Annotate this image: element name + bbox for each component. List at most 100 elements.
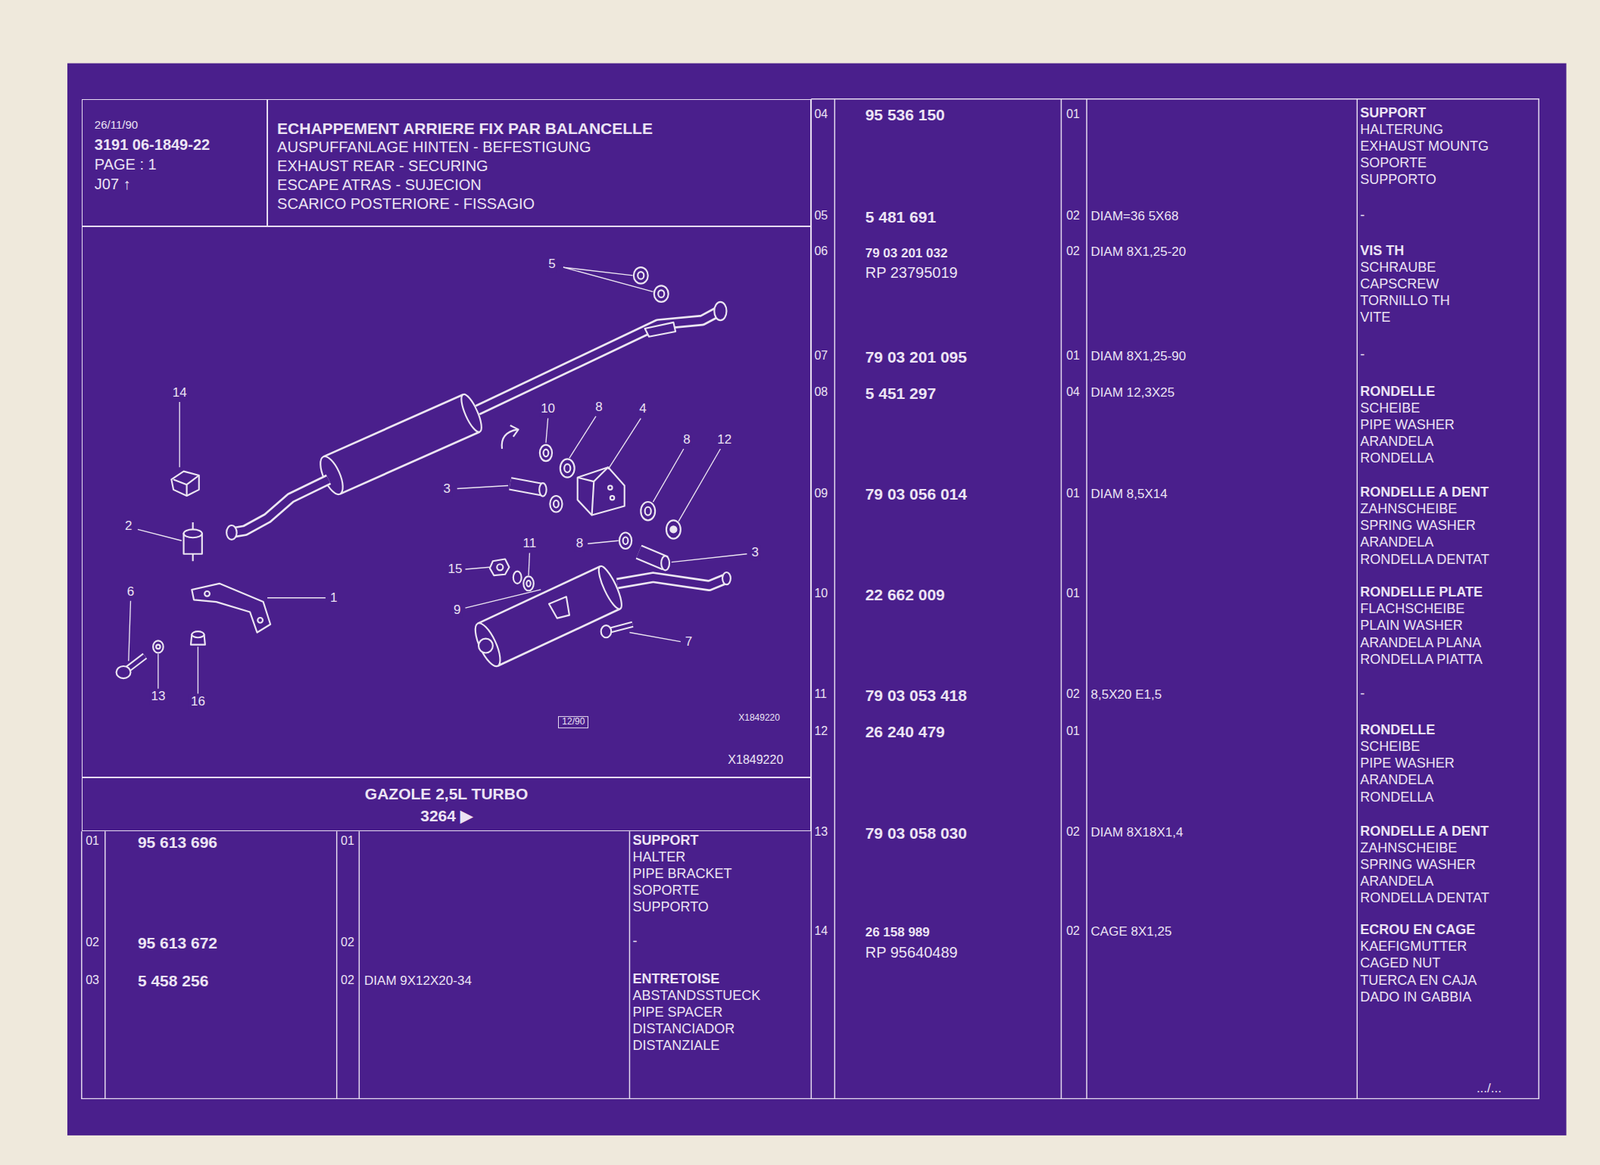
hardware [560, 458, 575, 478]
quantity: 01 [1066, 586, 1080, 601]
item-number: 05 [814, 208, 828, 223]
part-name: ABSTANDSSTUECK [633, 988, 762, 1005]
leader-line [587, 540, 618, 544]
callout-number: 3 [749, 545, 760, 562]
part-name: FLACHSCHEIBE [1359, 601, 1465, 618]
hardware [543, 449, 549, 457]
part-name: ENTRETOISE [633, 971, 721, 988]
hardware [191, 583, 271, 634]
hardware [539, 445, 553, 462]
item-number: 09 [814, 486, 828, 501]
part-number: 95 613 672 [137, 934, 218, 953]
part-name: SUPPORT [633, 832, 699, 849]
box-text: EXHAUST REAR - SECURING [277, 156, 811, 176]
box-text: AUSPUFFANLAGE HINTEN - BEFESTIGUNG [277, 137, 811, 157]
box-text: 3264 ▶ [420, 804, 473, 827]
silencer-end [315, 453, 348, 498]
callout-number: 8 [574, 536, 585, 553]
callout-number: 5 [546, 256, 557, 272]
silencer-body [331, 413, 472, 476]
hardware [577, 467, 625, 515]
hardware [489, 559, 510, 577]
item-number: 01 [85, 834, 100, 849]
part-name: VITE [1359, 309, 1391, 326]
hardware [152, 640, 163, 653]
hardware [553, 500, 559, 508]
part-number: 79 03 053 418 [865, 686, 967, 705]
dimension: DIAM 8X1,25-20 [1091, 244, 1187, 260]
part-name: SOPORTE [1359, 155, 1427, 172]
part-name: ECROU EN CAGE [1359, 922, 1476, 939]
tube-part-outline [127, 656, 145, 671]
leader-line [157, 654, 159, 690]
hardware [623, 537, 629, 545]
pipe-end [714, 302, 727, 321]
dimension: 8,5X20 E1,5 [1091, 687, 1163, 703]
dimension: DIAM 8X18X1,4 [1091, 825, 1184, 841]
pipe-outline [617, 577, 724, 587]
quantity: 02 [1066, 924, 1080, 939]
part-name: PIPE BRACKET [633, 866, 733, 883]
part-name: PIPE WASHER [1359, 417, 1454, 434]
part-name: SPRING WASHER [1359, 517, 1476, 534]
hardware [155, 645, 160, 649]
item-number: 12 [814, 724, 828, 739]
part-number: 95 536 150 [865, 106, 946, 125]
fiche-ground [67, 63, 1567, 1136]
hardware [601, 625, 612, 638]
quantity: 01 [1066, 724, 1080, 739]
callout-number: 8 [593, 399, 604, 415]
engine-band: GAZOLE 2,5L TURBO3264 ▶ [81, 777, 812, 832]
box-text: GAZOLE 2,5L TURBO [364, 782, 528, 805]
part-name: ZAHNSCHEIBE [1359, 840, 1457, 857]
leader-line [629, 633, 680, 643]
quantity: 04 [1066, 385, 1080, 400]
hardware [510, 425, 519, 437]
part-name: - [633, 933, 638, 950]
leader-line [137, 529, 182, 541]
part-name: PIPE WASHER [1359, 755, 1454, 772]
part-name: SUPPORTO [1359, 171, 1436, 188]
leader-line [197, 646, 199, 694]
dimension: DIAM 12,3X25 [1091, 385, 1176, 401]
table-rule [81, 99, 1539, 1100]
hardware [204, 591, 210, 597]
hardware [645, 322, 676, 337]
part-name: TUERCA EN CAJA [1359, 973, 1477, 989]
silencer-outline [487, 587, 611, 645]
tube-part-outline [510, 483, 543, 490]
callout-number: 12 [715, 432, 733, 448]
part-number: 79 03 201 095 [865, 348, 967, 367]
tube-part-inner [510, 483, 543, 490]
header-box: 26/11/903191 06-1849-22PAGE : 1J07 ↑ [81, 99, 268, 227]
part-name: RONDELLE A DENT [1359, 484, 1489, 501]
part-name: CAGED NUT [1359, 955, 1441, 972]
quantity: 02 [340, 935, 355, 950]
callout-number: 1 [328, 590, 339, 606]
quantity: 02 [1066, 825, 1080, 839]
hardware [658, 290, 665, 297]
title-box: ECHAPPEMENT ARRIERE FIX PAR BALANCELLEAU… [267, 99, 811, 227]
hardware [257, 617, 263, 624]
quantity: 01 [1066, 349, 1080, 363]
part-name: ARANDELA PLANA [1359, 635, 1482, 652]
hardware [666, 520, 681, 539]
quantity: 02 [340, 973, 355, 988]
hardware [523, 576, 534, 591]
leader-line [128, 267, 748, 694]
hardware [539, 483, 546, 497]
item-number: 10 [814, 586, 828, 601]
leader-line [267, 597, 326, 599]
part-name: RONDELLE [1359, 383, 1435, 400]
callout-number: 10 [539, 402, 557, 418]
silencer-end [315, 392, 626, 670]
dimension: DIAM 8,5X14 [1091, 486, 1168, 503]
hardware [173, 475, 200, 496]
hardware [548, 596, 570, 618]
item-number: 07 [814, 349, 828, 363]
tube-part-inner [609, 624, 634, 631]
part-name: SCHEIBE [1359, 400, 1420, 417]
part-name: RONDELLE PLATE [1359, 584, 1483, 601]
table-rule [81, 99, 1539, 1100]
